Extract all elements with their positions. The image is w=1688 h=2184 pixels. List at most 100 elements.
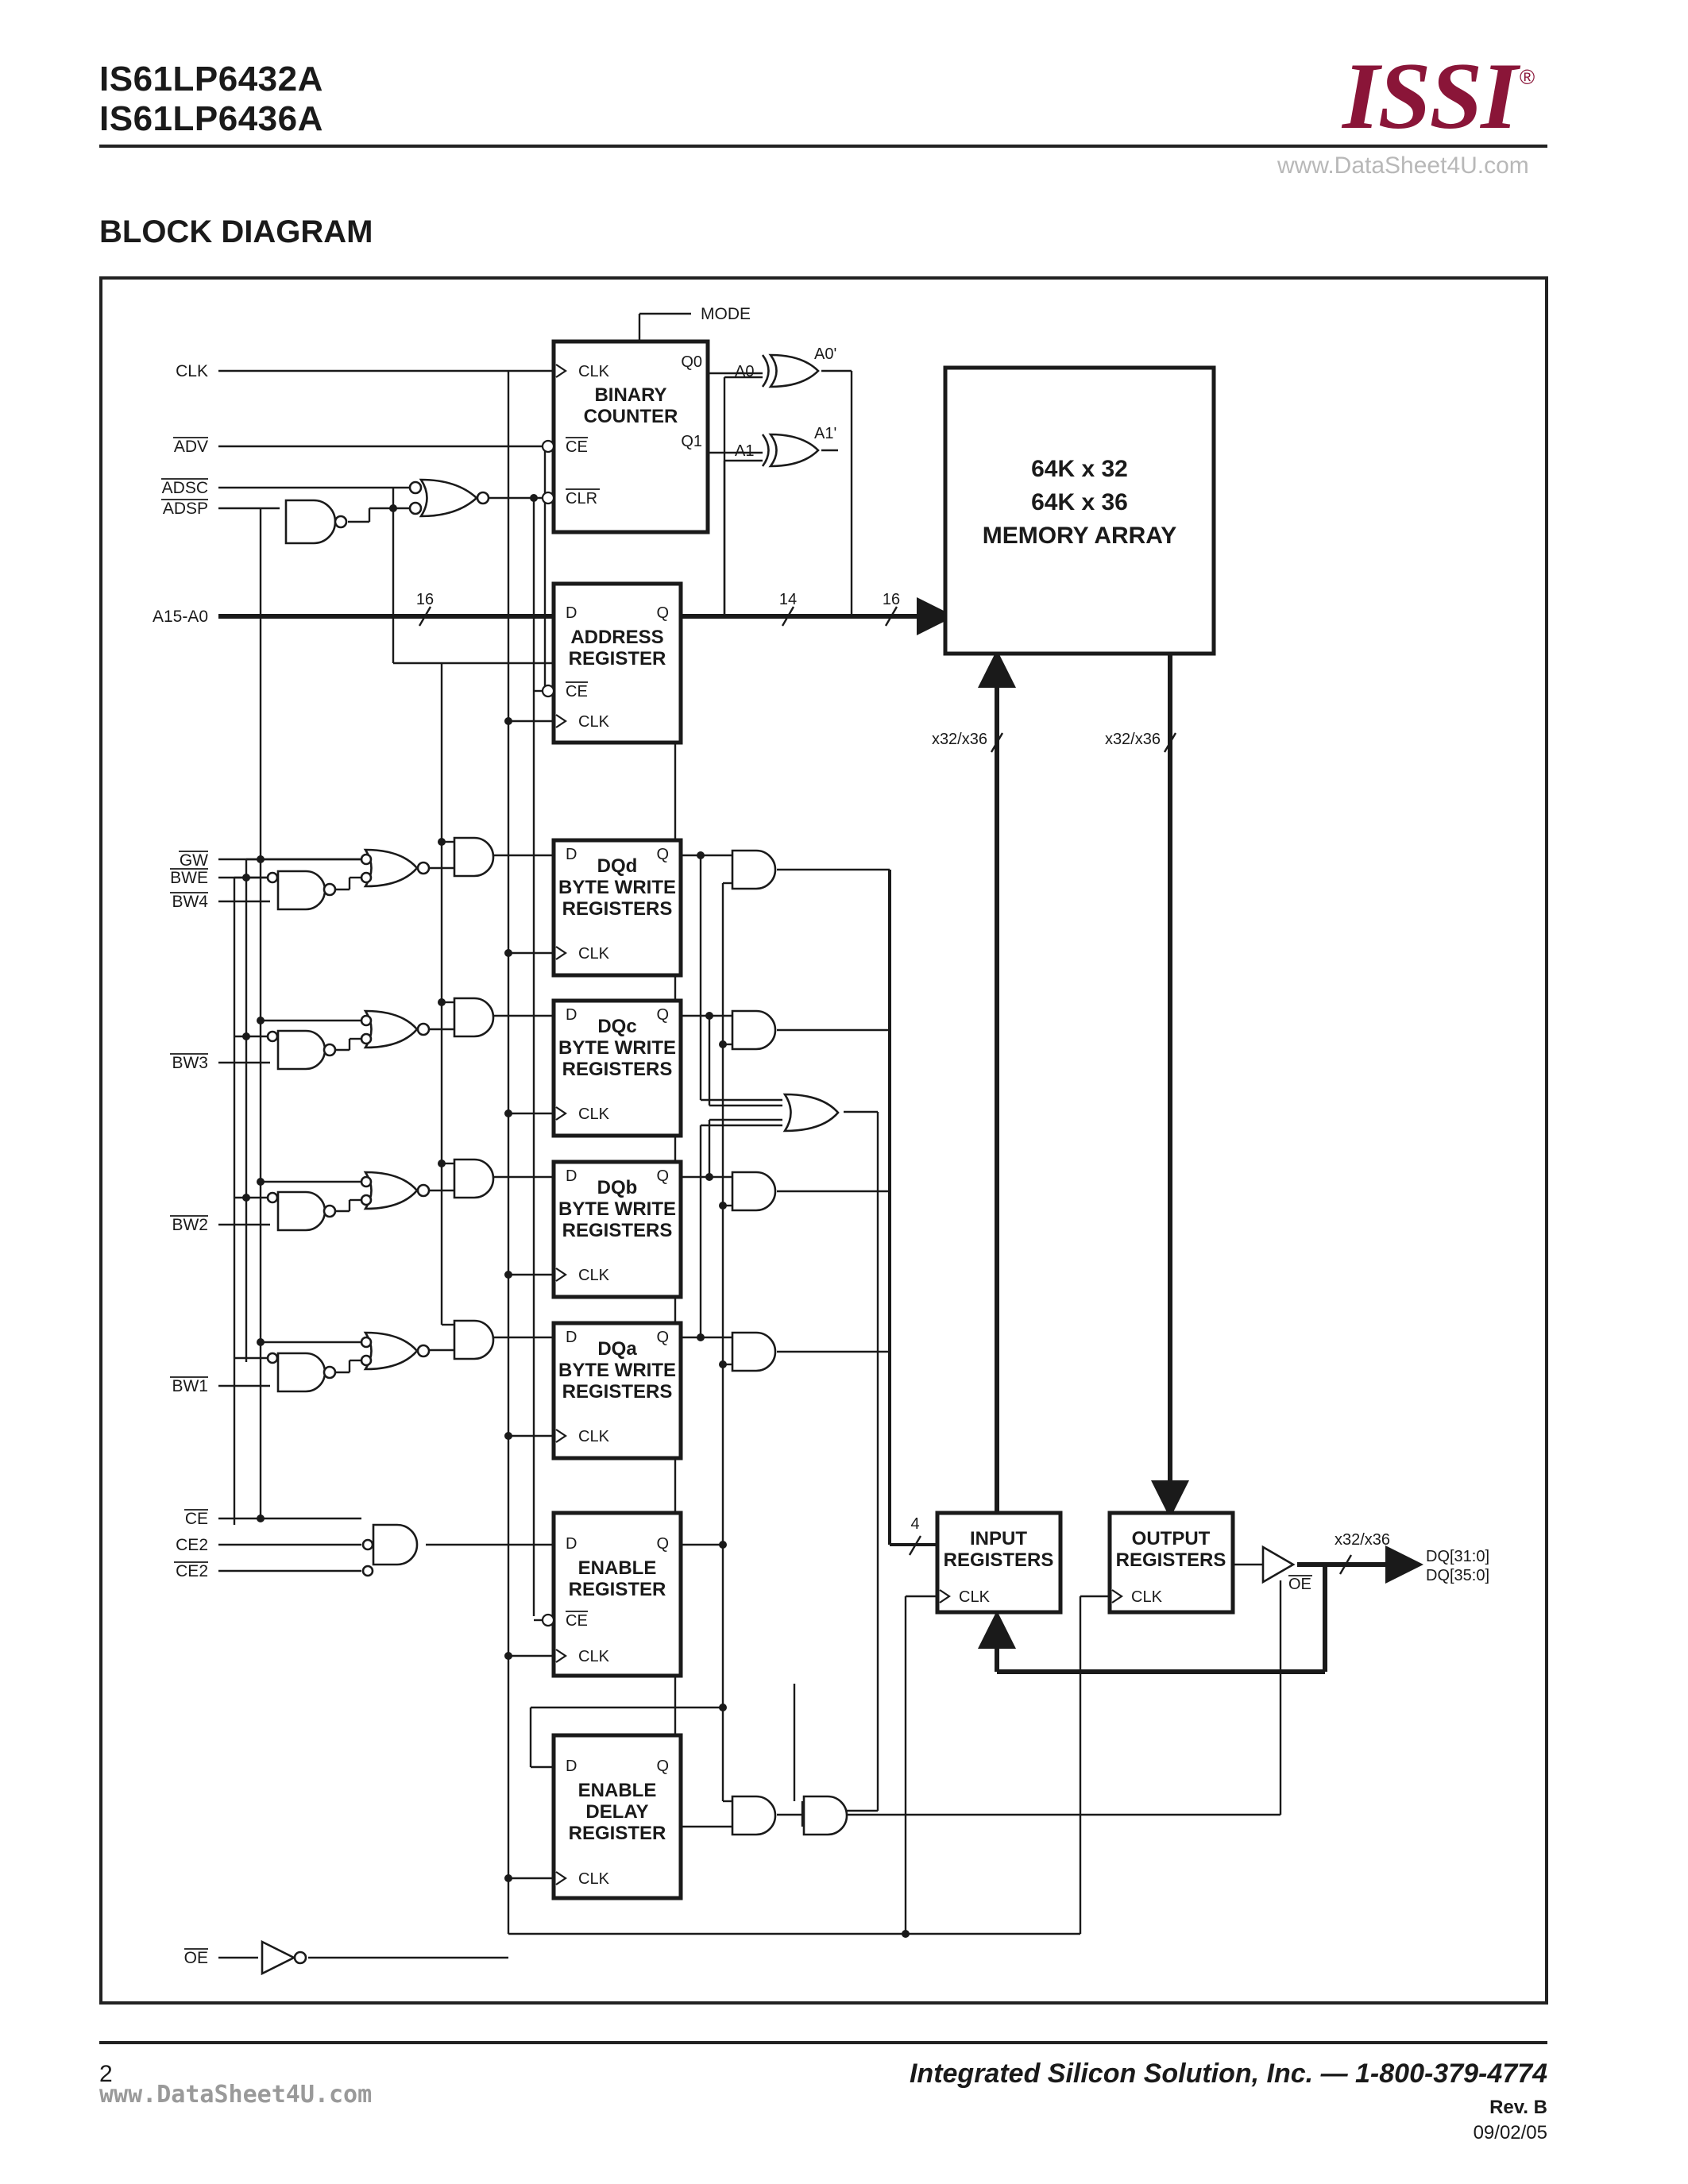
xor-a0-out: A0' [814,345,836,363]
dqd-line1: BYTE WRITE [558,877,676,898]
bus-width-dq-out: x32/x36 [1335,1531,1390,1549]
counter-clr: CLR [566,490,597,507]
footer-company: Integrated Silicon Solution, Inc. — 1-80… [909,2059,1547,2089]
counter-title-1: BINARY [594,384,666,406]
adv-label: ADV [174,438,208,456]
dqa-q: Q [656,1329,669,1346]
enable-delay-line3: REGISTER [569,1823,666,1844]
addr-reg-d: D [566,604,577,622]
buffer-oe-label: OE [1288,1576,1311,1593]
dqa-clk: CLK [578,1428,610,1445]
addr-reg-clk: CLK [578,713,610,731]
enable-delay-line1: ENABLE [578,1780,657,1801]
dqc-line1: BYTE WRITE [558,1037,676,1059]
dqd-q: Q [656,846,669,863]
enable-reg-clk: CLK [578,1648,610,1665]
input-regs-clk: CLK [959,1588,991,1606]
dq-output-2: DQ[35:0] [1426,1567,1489,1584]
dqb-clk: CLK [578,1267,610,1284]
binary-counter-block [551,339,710,534]
dqc-labels: D Q DQc BYTE WRITE REGISTERS CLK [558,1006,676,1123]
dqa-name: DQa [597,1338,637,1360]
xor-a0-in: A0 [735,363,754,380]
dqc-clk: CLK [578,1106,610,1123]
footer-date: 09/02/05 [1473,2122,1547,2143]
issi-logo: ISSI [1342,43,1518,149]
dqb-q: Q [656,1167,669,1185]
bus-width-addr-mid: 14 [779,591,797,608]
addr-reg-ce: CE [566,683,588,700]
dqd-name: DQd [597,855,638,877]
diagram-frame [99,276,1548,2005]
output-regs-line1: OUTPUT [1132,1528,1211,1549]
bw2-label: BW2 [172,1216,208,1234]
bw3-label: BW3 [172,1054,208,1072]
dqd-clk: CLK [578,945,610,963]
enable-reg-line2: REGISTER [569,1579,666,1600]
dq-output-1: DQ[31:0] [1426,1548,1489,1565]
dqd-register-block [551,838,683,978]
counter-q0: Q0 [681,353,702,371]
dqa-register-block [551,1321,683,1461]
bw4-label: BW4 [172,893,208,911]
xor-a1-in: A1 [735,442,754,460]
dqb-name: DQb [597,1177,638,1198]
bus-width-addr-out: 16 [883,591,900,608]
dqb-d: D [566,1167,577,1185]
address-register-block [551,581,683,745]
clk-label: CLK [176,362,208,380]
output-regs-clk: CLK [1131,1588,1163,1606]
bwe-label: BWE [170,869,208,887]
header-watermark: www.DataSheet4U.com [1277,152,1529,179]
oe-label: OE [184,1949,208,1967]
dqc-q: Q [656,1006,669,1024]
bus-width-addr-in: 16 [416,591,434,608]
dqc-d: D [566,1006,577,1024]
bus-width-ctrl: 4 [910,1515,919,1533]
memory-line-1: 64K x 32 [1031,456,1128,482]
bus-width-data-up: x32/x36 [932,731,987,748]
adsp-label: ADSP [163,500,208,518]
output-regs-line2: REGISTERS [1116,1549,1226,1571]
enable-delay-line2: DELAY [585,1801,648,1823]
enable-delay-register-block [551,1733,683,1900]
memory-array-block [943,365,1216,656]
dqc-register-block [551,998,683,1138]
gw-label: GW [180,851,208,870]
output-registers-block [1107,1511,1235,1615]
memory-line-2: 64K x 36 [1031,489,1128,515]
footer-watermark: www.DataSheet4U.com [99,2081,373,2109]
part-number-2: IS61LP6436A [99,99,323,138]
enable-reg-q: Q [656,1535,669,1553]
enable-reg-d: D [566,1535,577,1553]
footer-rev: Rev. B [1489,2097,1547,2118]
part-number-1: IS61LP6432A [99,60,323,98]
dqc-line2: REGISTERS [562,1059,673,1080]
ce2-bar-label: CE2 [176,1562,208,1580]
input-regs-line2: REGISTERS [944,1549,1054,1571]
enable-reg-ce: CE [566,1612,588,1630]
dqa-labels: D Q DQa BYTE WRITE REGISTERS CLK [558,1329,676,1445]
dqa-d: D [566,1329,577,1346]
input-regs-line1: INPUT [970,1528,1027,1549]
page-number: 2 [99,2061,113,2087]
dqa-line1: BYTE WRITE [558,1360,676,1381]
bw1-label: BW1 [172,1377,208,1395]
counter-q1: Q1 [681,433,702,450]
enable-delay-clk: CLK [578,1870,610,1888]
header-rule [99,145,1547,148]
section-title: BLOCK DIAGRAM [99,214,373,249]
addr-reg-title-1: ADDRESS [570,627,663,648]
memory-line-3: MEMORY ARRAY [983,523,1176,549]
addr-reg-title-2: REGISTER [569,648,666,669]
xor-a1-out: A1' [814,425,836,442]
ce2-label: CE2 [176,1536,208,1554]
dqd-labels: D Q DQd BYTE WRITE REGISTERS CLK [558,846,676,963]
input-registers-block [935,1511,1063,1615]
bus-width-data-down: x32/x36 [1105,731,1161,748]
dqa-line2: REGISTERS [562,1381,673,1403]
dqb-register-block [551,1160,683,1299]
counter-clk: CLK [578,363,610,380]
enable-delay-d: D [566,1758,577,1775]
